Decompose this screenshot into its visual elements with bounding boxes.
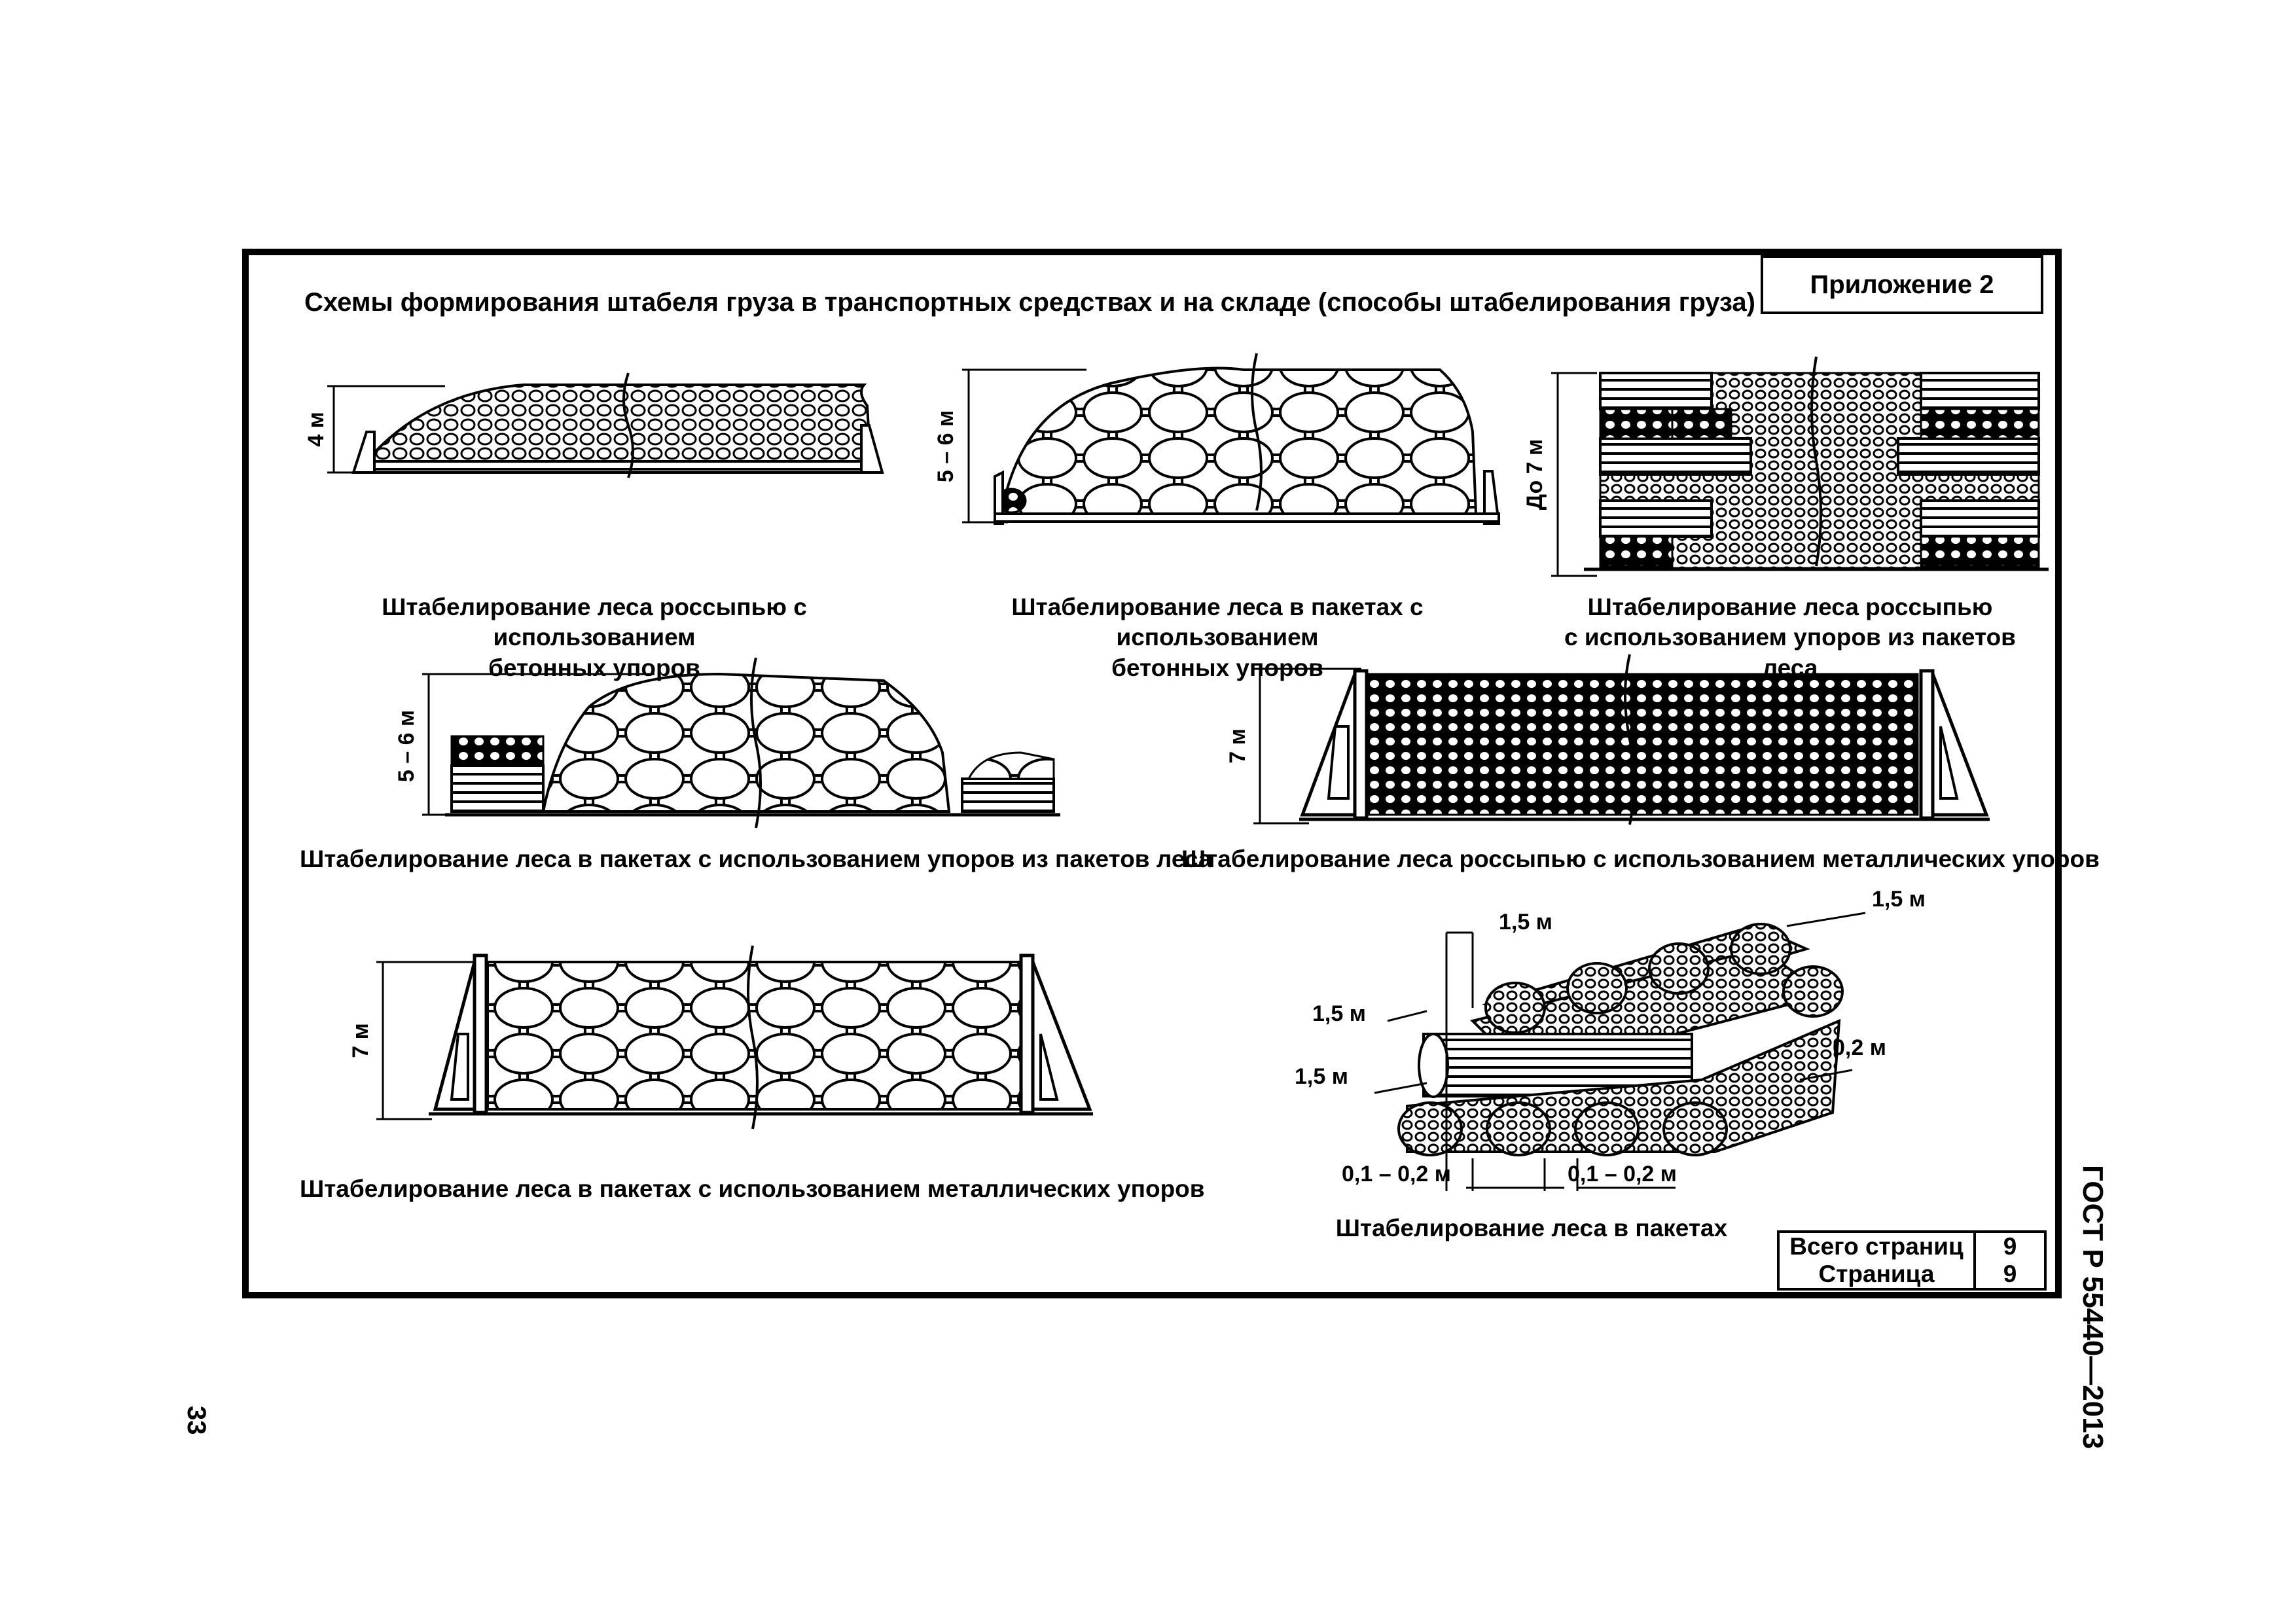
d5-caption: Штабелирование леса россыпью с использов… [1181, 846, 2100, 872]
appendix-label: Приложение 2 [1761, 255, 2043, 314]
total-pages-label: Всего страниц [1780, 1233, 1976, 1260]
pages-table: Всего страниц 9 Страница 9 [1777, 1230, 2047, 1291]
d1-caption: Штабелирование леса россыпью с использов… [382, 594, 807, 681]
d7-dim-left-2: 1,5 м [1295, 1064, 1348, 1089]
d3-boards-left [1599, 372, 1752, 567]
diagram-2: 5 – 6 м [933, 353, 1501, 525]
page-title: Схемы формирования штабеля груза в транс… [304, 288, 1755, 317]
drawing-frame [242, 249, 2062, 1298]
d4-caption: Штабелирование леса в пакетах с использо… [300, 846, 1212, 872]
d7-dim-top-left: 1,5 м [1499, 910, 1552, 935]
d7-dimension-lines [1374, 912, 1866, 1191]
diagram-1: 4 м [304, 372, 884, 478]
diagram-3: До 7 м [1522, 356, 2049, 577]
d3-caption: Штабелирование леса россыпью с использов… [1564, 594, 2016, 681]
d7-bundles [1397, 923, 1844, 1156]
document-id: ГОСТ Р 55440—2013 [2077, 1165, 2109, 1450]
page-value: 9 [2003, 1260, 2017, 1287]
diagram-7: 1,5 м 1,5 м 1,5 м 1,5 м 0,2 м 0,1 – 0,2 … [1295, 887, 1926, 1191]
d7-caption: Штабелирование леса в пакетах [1335, 1215, 1728, 1241]
d7-dim-bottom-1: 0,1 – 0,2 м [1342, 1162, 1451, 1186]
diagram-4: 5 – 6 м [394, 657, 1060, 829]
diagram-6: 7 м [348, 945, 1093, 1130]
page-number: 33 [182, 1406, 211, 1435]
d4-height: 5 – 6 м [394, 710, 419, 782]
d1-height: 4 м [304, 412, 329, 447]
d7-dim-bottom-2: 0,1 – 0,2 м [1568, 1162, 1677, 1186]
d3-height: До 7 м [1522, 439, 1547, 510]
page-label: Страница [1780, 1260, 1976, 1288]
d2-height: 5 – 6 м [933, 410, 958, 482]
d3-boards-right [1897, 372, 2040, 567]
d6-caption: Штабелирование леса в пакетах с использо… [300, 1175, 1205, 1202]
d7-dim-top-right: 1,5 м [1872, 887, 1926, 912]
total-pages-value: 9 [2003, 1233, 2017, 1260]
d5-height: 7 м [1225, 728, 1250, 764]
d6-height: 7 м [348, 1023, 373, 1058]
d2-caption: Штабелирование леса в пакетах с использо… [1011, 594, 1424, 681]
diagram-5: 7 м [1225, 654, 1990, 825]
d7-dim-left-1: 1,5 м [1312, 1001, 1366, 1026]
d7-dim-right: 0,2 м [1833, 1035, 1886, 1060]
